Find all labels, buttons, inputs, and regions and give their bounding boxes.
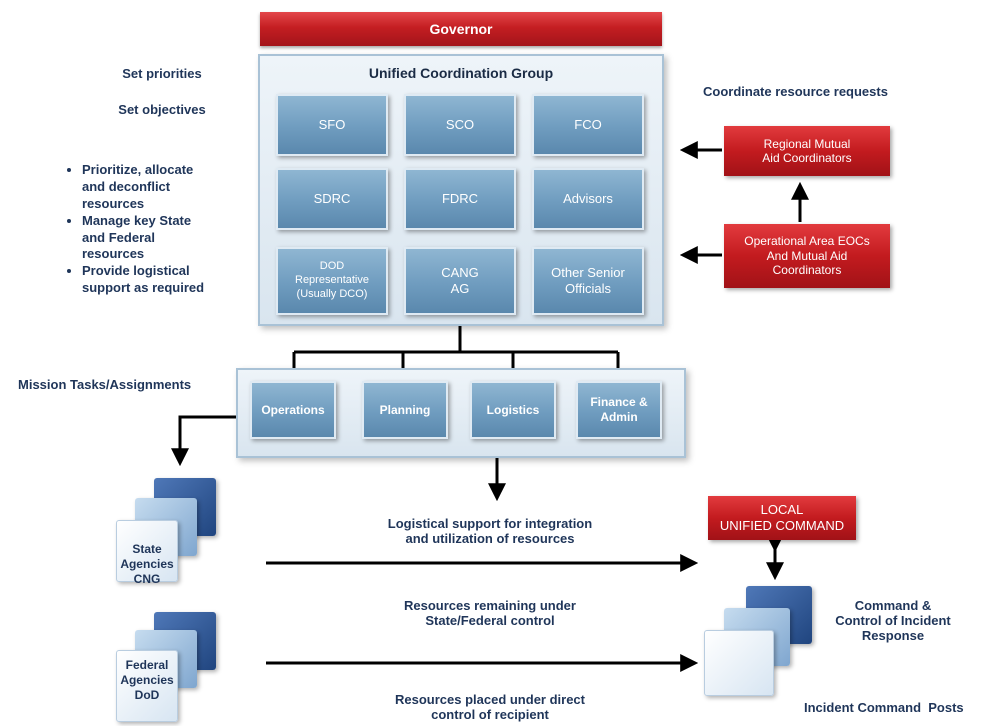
sfo-label: SFO: [318, 116, 346, 132]
other-senior-officials-label: Other Senior Officials: [551, 264, 625, 296]
other-senior-officials-tile: Other Senior Officials: [532, 247, 644, 315]
sdrc-label: SDRC: [313, 190, 351, 206]
governor-bar: Governor: [260, 12, 662, 46]
ucg-title: Unified Coordination Group: [368, 65, 554, 81]
fdrc-label: FDRC: [441, 190, 479, 206]
governor-label: Governor: [429, 21, 493, 37]
coordinate-resource-requests-text: Coordinate resource requests: [703, 84, 888, 99]
cang-ag-tile: CANG AG: [404, 247, 516, 315]
sco-tile: SCO: [404, 94, 516, 156]
set-objectives-text: Set objectives: [118, 102, 206, 117]
operational-area-eocs-label: Operational Area EOCs And Mutual Aid Coo…: [744, 234, 870, 278]
mission-arrow: [171, 415, 236, 467]
fdrc-tile: FDRC: [404, 168, 516, 230]
finance-admin-label: Finance & Admin: [590, 395, 648, 424]
planning-label: Planning: [379, 402, 431, 417]
dod-representative-label: DOD Representative (Usually DCO): [295, 260, 369, 300]
operations-label: Operations: [261, 402, 325, 417]
mission-tasks-text: Mission Tasks/Assignments: [18, 377, 192, 392]
dod-representative-tile: DOD Representative (Usually DCO): [276, 247, 388, 315]
state-agencies-stack-icon: [116, 478, 246, 596]
federal-agencies-stack-icon: [116, 612, 246, 724]
sdrc-tile: SDRC: [276, 168, 388, 230]
sco-label: SCO: [445, 116, 475, 132]
finance-admin-tile: Finance & Admin: [576, 381, 662, 439]
logistics-label: Logistics: [486, 402, 540, 417]
bullet-logistical: Provide logistical support as required: [82, 263, 248, 297]
operational-area-eocs-box: Operational Area EOCs And Mutual Aid Coo…: [724, 224, 890, 288]
bullet-prioritize: Prioritize, allocate and deconflict reso…: [82, 162, 248, 213]
bullet-manage: Manage key State and Federal resources: [82, 213, 248, 264]
incident-command-posts-text: Incident Command Posts: [804, 700, 964, 715]
fco-label: FCO: [574, 116, 602, 132]
cang-ag-label: CANG AG: [441, 264, 479, 296]
regional-mutual-aid-box: Regional Mutual Aid Coordinators: [724, 126, 890, 176]
sfo-tile: SFO: [276, 94, 388, 156]
set-priorities-text: Set priorities: [122, 66, 202, 81]
regional-mutual-aid-label: Regional Mutual Aid Coordinators: [762, 136, 852, 165]
incident-command-posts-stack-icon: [704, 586, 814, 700]
left-bullet-list: Prioritize, allocate and deconflict reso…: [68, 162, 248, 297]
fco-tile: FCO: [532, 94, 644, 156]
logistics-tile: Logistics: [470, 381, 556, 439]
advisors-label: Advisors: [563, 190, 613, 206]
planning-tile: Planning: [362, 381, 448, 439]
advisors-tile: Advisors: [532, 168, 644, 230]
operations-tile: Operations: [250, 381, 336, 439]
